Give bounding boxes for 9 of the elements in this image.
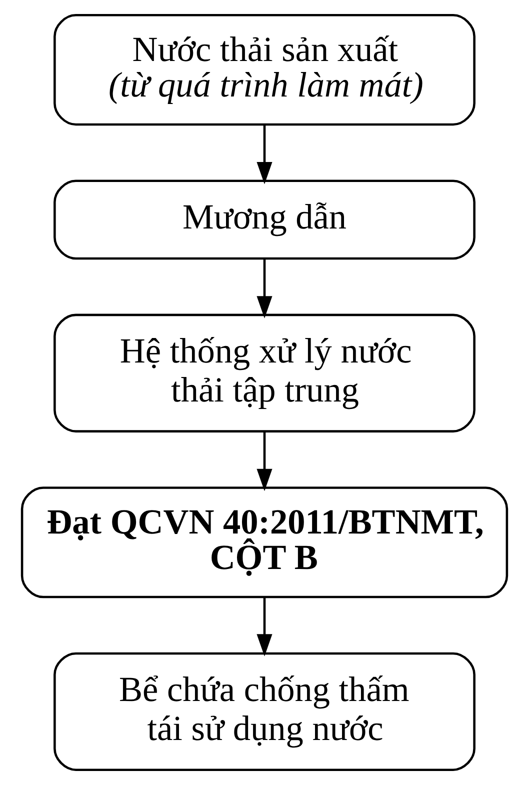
arrow xyxy=(256,258,272,318)
node-box: Nước thải sản xuất (từ quá trình làm mát) xyxy=(53,14,475,126)
arrow xyxy=(256,597,272,656)
node-box: Bể chứa chống thấm tái sử dụng nước xyxy=(53,652,475,771)
node-box: Hệ thống xử lý nước thải tập trung xyxy=(53,314,475,432)
arrow xyxy=(256,431,272,492)
node-box: Mương dẫn xyxy=(53,180,475,260)
arrow xyxy=(256,125,272,184)
node-box: Đạt QCVN 40:2011/BTNMT, CỘT B xyxy=(20,486,508,598)
